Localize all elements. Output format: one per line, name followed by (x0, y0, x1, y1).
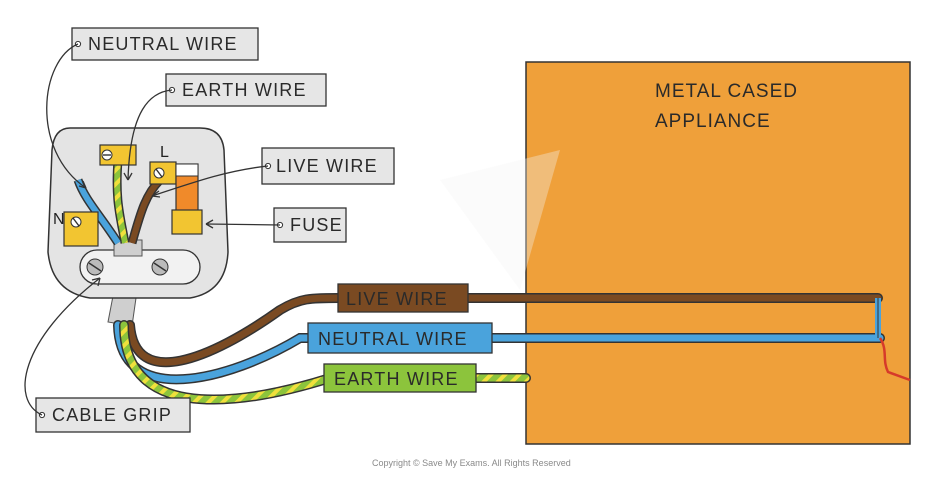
tag-earth-wire-text: EARTH WIRE (182, 80, 307, 100)
watermark-shape (440, 150, 560, 290)
leader-live (151, 165, 269, 197)
internal-earth (114, 159, 128, 244)
cable-label-live-text: LIVE WIRE (346, 289, 448, 309)
tag-neutral-wire-text: NEUTRAL WIRE (88, 34, 238, 54)
appliance-label-line1: METAL CASED (655, 81, 798, 102)
cable-label-earth-text: EARTH WIRE (334, 369, 459, 389)
tag-fuse-text: FUSE (290, 215, 343, 235)
tag-live-wire: LIVE WIRE (261, 147, 395, 185)
cable-label-neutral: NEUTRAL WIRE (307, 322, 493, 354)
live-wire-cable (126, 294, 882, 366)
leader-earth (127, 89, 173, 181)
tag-cable-grip-text: CABLE GRIP (52, 405, 172, 425)
neutral-terminal (63, 211, 99, 247)
tag-live-wire-text: LIVE WIRE (276, 156, 378, 176)
appliance-label-line2: APPLIANCE (655, 111, 771, 132)
leader-fuse (205, 223, 281, 226)
fuse-holder (171, 209, 203, 235)
tag-earth-wire: EARTH WIRE (165, 73, 327, 107)
live-pin-label: L (160, 144, 169, 161)
leader-neutral (46, 43, 87, 189)
tag-cable-grip: CABLE GRIP (35, 397, 191, 433)
cable-label-earth: EARTH WIRE (323, 363, 477, 393)
copyright-text: Copyright © Save My Exams. All Rights Re… (372, 458, 571, 468)
cable-label-neutral-text: NEUTRAL WIRE (318, 329, 468, 349)
leader-cable-grip (24, 277, 101, 416)
tag-neutral-wire: NEUTRAL WIRE (71, 27, 259, 61)
internal-wire (878, 337, 911, 382)
cable-label-live: LIVE WIRE (337, 283, 469, 313)
neutral-pin-label: N (53, 211, 65, 228)
internal-neutral (75, 178, 121, 245)
earth-wire-cable (120, 321, 530, 404)
appliance-case (525, 61, 911, 445)
tag-fuse: FUSE (273, 207, 347, 243)
